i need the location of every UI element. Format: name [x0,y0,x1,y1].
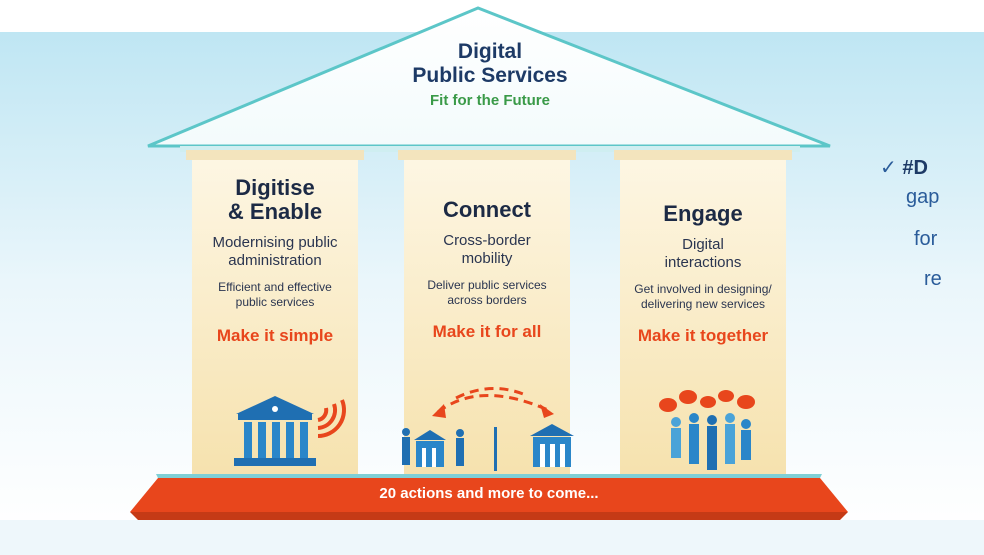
side-line3: for [914,228,938,250]
pillar-motto: Make it simple [216,326,334,345]
building-wifi-icon [234,396,346,466]
roof-title-line2: Public Services [412,64,568,87]
pillar-title-line1: Connect [443,197,531,222]
pillar-subtitle-line2: mobility [461,250,513,267]
pillar-2-shape [398,150,576,475]
pillar-desc-line1: Deliver public services [427,278,547,292]
pillar-subtitle-line1: Cross-border [443,232,531,249]
cross-border-icon [402,386,574,471]
roof-title-line1: Digital [457,40,523,63]
roof-beam [180,146,800,152]
pillar-desc-line2: across borders [447,293,527,307]
pillar-desc-line2: public services [235,295,315,309]
people-chat-icon [659,390,755,470]
side-line4: re [924,268,942,290]
pillar-title-line2: & Enable [227,199,323,224]
roof-title-block: Digital Public Services Fit for the Futu… [380,40,600,112]
pillar-3-shape [614,150,792,475]
roof-subtitle: Fit for the Future [430,92,550,109]
pillar-connect: Connect Cross-border mobility Deliver pu… [404,198,570,342]
base-label: 20 actions and more to come... [379,485,599,502]
pillar-desc-line2: delivering new services [640,297,766,311]
pillar-title-line1: Engage [663,201,743,226]
pillar-motto: Make it for all [432,322,542,341]
check-icon: ✓ [880,157,897,179]
pillar-subtitle-line1: Digital [682,236,724,253]
pillar-desc-line1: Get involved in designing/ [634,282,772,296]
pillar-subtitle-line1: Modernising public [212,234,338,251]
pillar-subtitle-line2: administration [228,252,322,269]
pillar-motto: Make it together [637,326,769,345]
pillar-title-line1: Digitise [235,175,315,200]
pillar-engage: Engage Digital interactions Get involved… [620,202,786,346]
base-platform [130,478,848,512]
side-line2: gap [906,186,940,208]
pillar-subtitle-line2: interactions [664,254,742,271]
pillar-desc-line1: Efficient and effective [218,280,332,294]
side-line1: #D [902,157,928,179]
side-text: ✓ #D [880,148,928,188]
pillar-digitise: Digitise & Enable Modernising public adm… [192,176,358,346]
